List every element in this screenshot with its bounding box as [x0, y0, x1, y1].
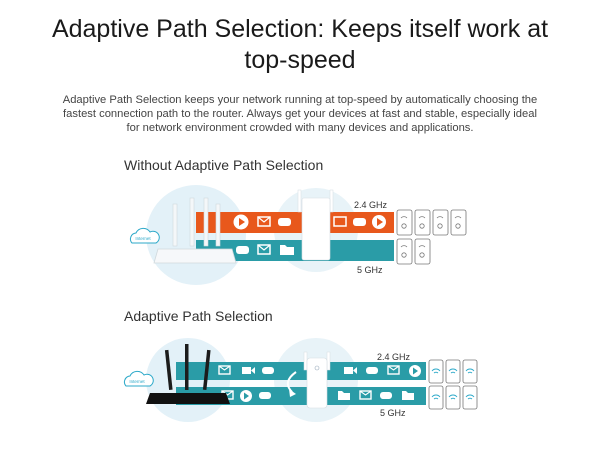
diagram-bottom: Internet: [123, 338, 478, 422]
folder-icon: [338, 391, 350, 400]
phone-device: [396, 209, 413, 236]
gamepad-icon: [366, 367, 378, 374]
cloud-label: Internet: [129, 379, 145, 384]
gamepad-icon: [236, 246, 249, 254]
cloud-label: Internet: [135, 236, 151, 241]
band-label-5ghz-bottom: 5 GHz: [380, 408, 406, 418]
range-extender-white: [297, 189, 334, 261]
phone-device: [462, 385, 478, 410]
description: Adaptive Path Selection keeps your netwo…: [22, 93, 578, 135]
upper-lane-icons: [218, 365, 421, 377]
video-icon: [344, 367, 353, 374]
phone-device: [414, 209, 431, 236]
description-line-3: for network environment crowded with man…: [126, 122, 474, 134]
range-extender-white: [303, 351, 331, 409]
band-label-5ghz-top: 5 GHz: [357, 265, 383, 275]
mail-icon: [257, 216, 271, 227]
gamepad-icon: [380, 392, 392, 399]
section-label-with: Adaptive Path Selection: [124, 308, 273, 324]
router-halo: [146, 185, 246, 285]
section-label-without: Without Adaptive Path Selection: [124, 157, 324, 173]
cloud-icon: Internet: [123, 370, 154, 387]
router-black: [146, 344, 230, 404]
mail-icon: [359, 390, 372, 400]
phone-device: [432, 209, 449, 236]
phone-device: [428, 359, 444, 384]
band-label-24ghz-bottom: 2.4 GHz: [377, 352, 411, 362]
band-label-24ghz-top: 2.4 GHz: [354, 200, 388, 210]
lane-teal: [196, 240, 394, 261]
folder-icon: [280, 245, 294, 255]
gamepad-icon: [278, 218, 291, 226]
phone-device: [445, 359, 461, 384]
phone-device: [445, 385, 461, 410]
description-line-1: Adaptive Path Selection keeps your netwo…: [62, 94, 538, 106]
diagram-top: Internet: [129, 185, 467, 285]
gamepad-icon: [262, 367, 274, 374]
gamepad-icon: [353, 218, 366, 226]
phone-device: [396, 238, 413, 265]
devices-bottom: [428, 359, 478, 410]
mail-icon: [333, 216, 347, 227]
phone-device: [414, 238, 431, 265]
lower-lane-icons: [221, 390, 414, 402]
title-line-1: Adaptive Path Selection: Keeps itself wo…: [51, 15, 549, 43]
orange-lane-icons: [233, 214, 386, 230]
page-title: Adaptive Path Selection: Keeps itself wo…: [0, 14, 600, 76]
cloud-icon: Internet: [129, 227, 160, 244]
teal-lane-icons: [236, 244, 294, 255]
folder-icon: [402, 391, 414, 400]
mail-icon: [218, 365, 231, 375]
mail-icon: [257, 244, 271, 255]
lane-teal-upper: [176, 362, 426, 380]
devices-top: [396, 209, 467, 265]
description-line-2: fastest connection path to the router. A…: [63, 108, 537, 120]
video-icon: [242, 367, 251, 374]
gamepad-icon: [259, 392, 271, 399]
title-line-2: top-speed: [244, 46, 356, 74]
phone-device: [450, 209, 467, 236]
phone-device: [462, 359, 478, 384]
phone-device: [428, 385, 444, 410]
mail-icon: [387, 365, 400, 375]
router-white: [153, 197, 237, 264]
